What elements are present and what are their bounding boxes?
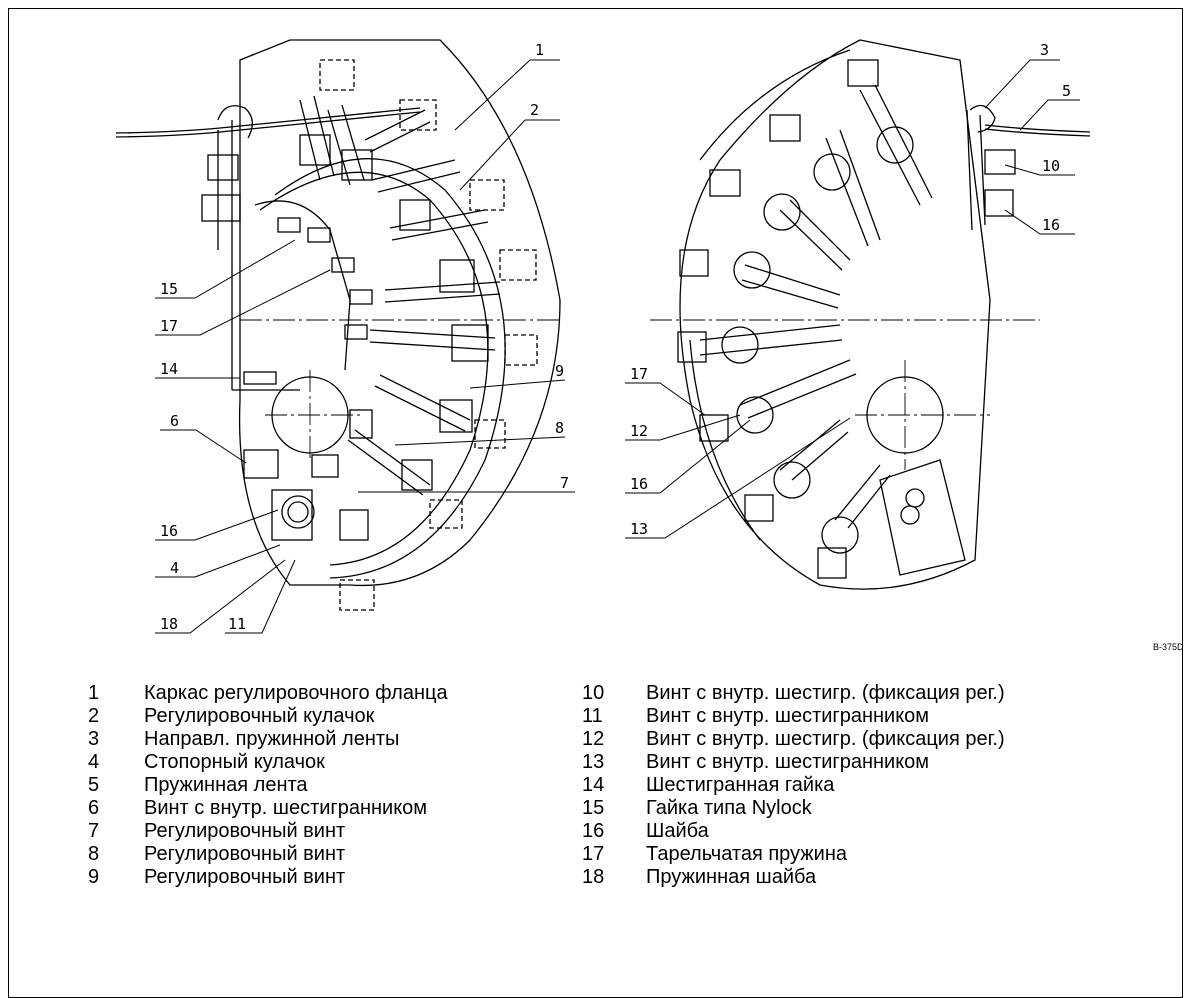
legend-item: 18 Пружинная шайба (582, 866, 1005, 889)
callout-7: 7 (560, 474, 569, 492)
legend-label: Регулировочный кулачок (144, 705, 375, 727)
legend-item: 1 Каркас регулировочного фланца (88, 682, 448, 705)
legend-number: 16 (582, 820, 605, 842)
legend-label: Регулировочный винт (144, 843, 346, 865)
legend-label: Шестигранная гайка (646, 774, 835, 796)
flange-drawing: 1 2 15 17 14 9 6 8 7 16 4 18 11 3 5 10 1… (115, 39, 1091, 634)
right-flange-view (650, 39, 1091, 590)
legend-item: 10 Винт с внутр. шестигр. (фиксация рег.) (582, 682, 1005, 705)
legend-number: 13 (582, 751, 605, 773)
legend-label: Винт с внутр. шестигранником (646, 751, 930, 773)
callout-3: 3 (1040, 41, 1049, 59)
legend-number: 10 (582, 682, 605, 704)
legend-number: 15 (582, 797, 605, 819)
legend-item: 5 Пружинная лента (88, 774, 448, 797)
callout-13: 13 (630, 520, 648, 538)
legend-label: Каркас регулировочного фланца (144, 682, 448, 704)
legend-number: 11 (582, 705, 603, 727)
callout-1: 1 (535, 41, 544, 59)
legend-item: 4 Стопорный кулачок (88, 751, 448, 774)
legend-number: 2 (88, 705, 100, 727)
legend-label: Пружинная лента (144, 774, 308, 796)
legend-label: Стопорный кулачок (144, 751, 325, 773)
left-callouts: 1 2 15 17 14 9 6 8 7 16 4 18 11 (160, 41, 569, 633)
legend-item: 11 Винт с внутр. шестигранником (582, 705, 1005, 728)
legend-item: 7 Регулировочный винт (88, 820, 448, 843)
legend-item: 2 Регулировочный кулачок (88, 705, 448, 728)
callout-5: 5 (1062, 82, 1071, 100)
callout-18: 18 (160, 615, 178, 633)
legend-item: 3 Направл. пружинной ленты (88, 728, 448, 751)
legend-number: 6 (88, 797, 100, 819)
right-callouts: 3 5 10 16 17 12 16 13 (630, 41, 1071, 538)
callout-14: 14 (160, 360, 178, 378)
legend-label: Винт с внутр. шестигранником (646, 705, 930, 727)
legend-number: 12 (582, 728, 605, 750)
callout-12: 12 (630, 422, 648, 440)
legend-number: 5 (88, 774, 100, 796)
legend-number: 18 (582, 866, 605, 888)
legend-label: Винт с внутр. шестигранником (144, 797, 428, 819)
legend-number: 17 (582, 843, 605, 865)
legend-item: 12 Винт с внутр. шестигр. (фиксация рег.) (582, 728, 1005, 751)
callout-17-right: 17 (630, 365, 648, 383)
legend-label: Винт с внутр. шестигр. (фиксация рег.) (646, 728, 1005, 750)
legend-number: 4 (88, 751, 100, 773)
legend-number: 8 (88, 843, 100, 865)
callout-6: 6 (170, 412, 179, 430)
legend-number: 14 (582, 774, 605, 796)
legend-item: 9 Регулировочный винт (88, 866, 448, 889)
callout-10: 10 (1042, 157, 1060, 175)
legend-item: 15 Гайка типа Nylock (582, 797, 1005, 820)
legend-item: 16 Шайба (582, 820, 1005, 843)
legend-label: Гайка типа Nylock (646, 797, 812, 819)
callout-16-right: 16 (1042, 216, 1060, 234)
legend-label: Пружинная шайба (646, 866, 817, 888)
callout-2: 2 (530, 101, 539, 119)
legend-label: Шайба (646, 820, 709, 842)
legend-item: 17 Тарельчатая пружина (582, 843, 1005, 866)
legend-label: Направл. пружинной ленты (144, 728, 400, 750)
left-flange-view (115, 39, 561, 611)
legend-number: 9 (88, 866, 100, 888)
callout-15: 15 (160, 280, 178, 298)
legend-label: Регулировочный винт (144, 866, 346, 888)
legend-number: 7 (88, 820, 100, 842)
legend-number: 3 (88, 728, 100, 750)
callout-8: 8 (555, 419, 564, 437)
callout-4: 4 (170, 559, 179, 577)
callout-17: 17 (160, 317, 178, 335)
legend-label: Регулировочный винт (144, 820, 346, 842)
callout-16: 16 (160, 522, 178, 540)
legend-label: Тарельчатая пружина (646, 843, 847, 865)
legend-number: 1 (88, 682, 100, 704)
legend-item: 14 Шестигранная гайка (582, 774, 1005, 797)
legend-item: 6 Винт с внутр. шестигранником (88, 797, 448, 820)
legend-item: 13 Винт с внутр. шестигранником (582, 751, 1005, 774)
callout-11: 11 (228, 615, 246, 633)
legend-label: Винт с внутр. шестигр. (фиксация рег.) (646, 682, 1005, 704)
callout-16-right-lower: 16 (630, 475, 648, 493)
drawing-code: B-375D (1153, 642, 1184, 652)
legend-item: 8 Регулировочный винт (88, 843, 448, 866)
callout-9: 9 (555, 362, 564, 380)
leader-lines (155, 59, 1080, 634)
